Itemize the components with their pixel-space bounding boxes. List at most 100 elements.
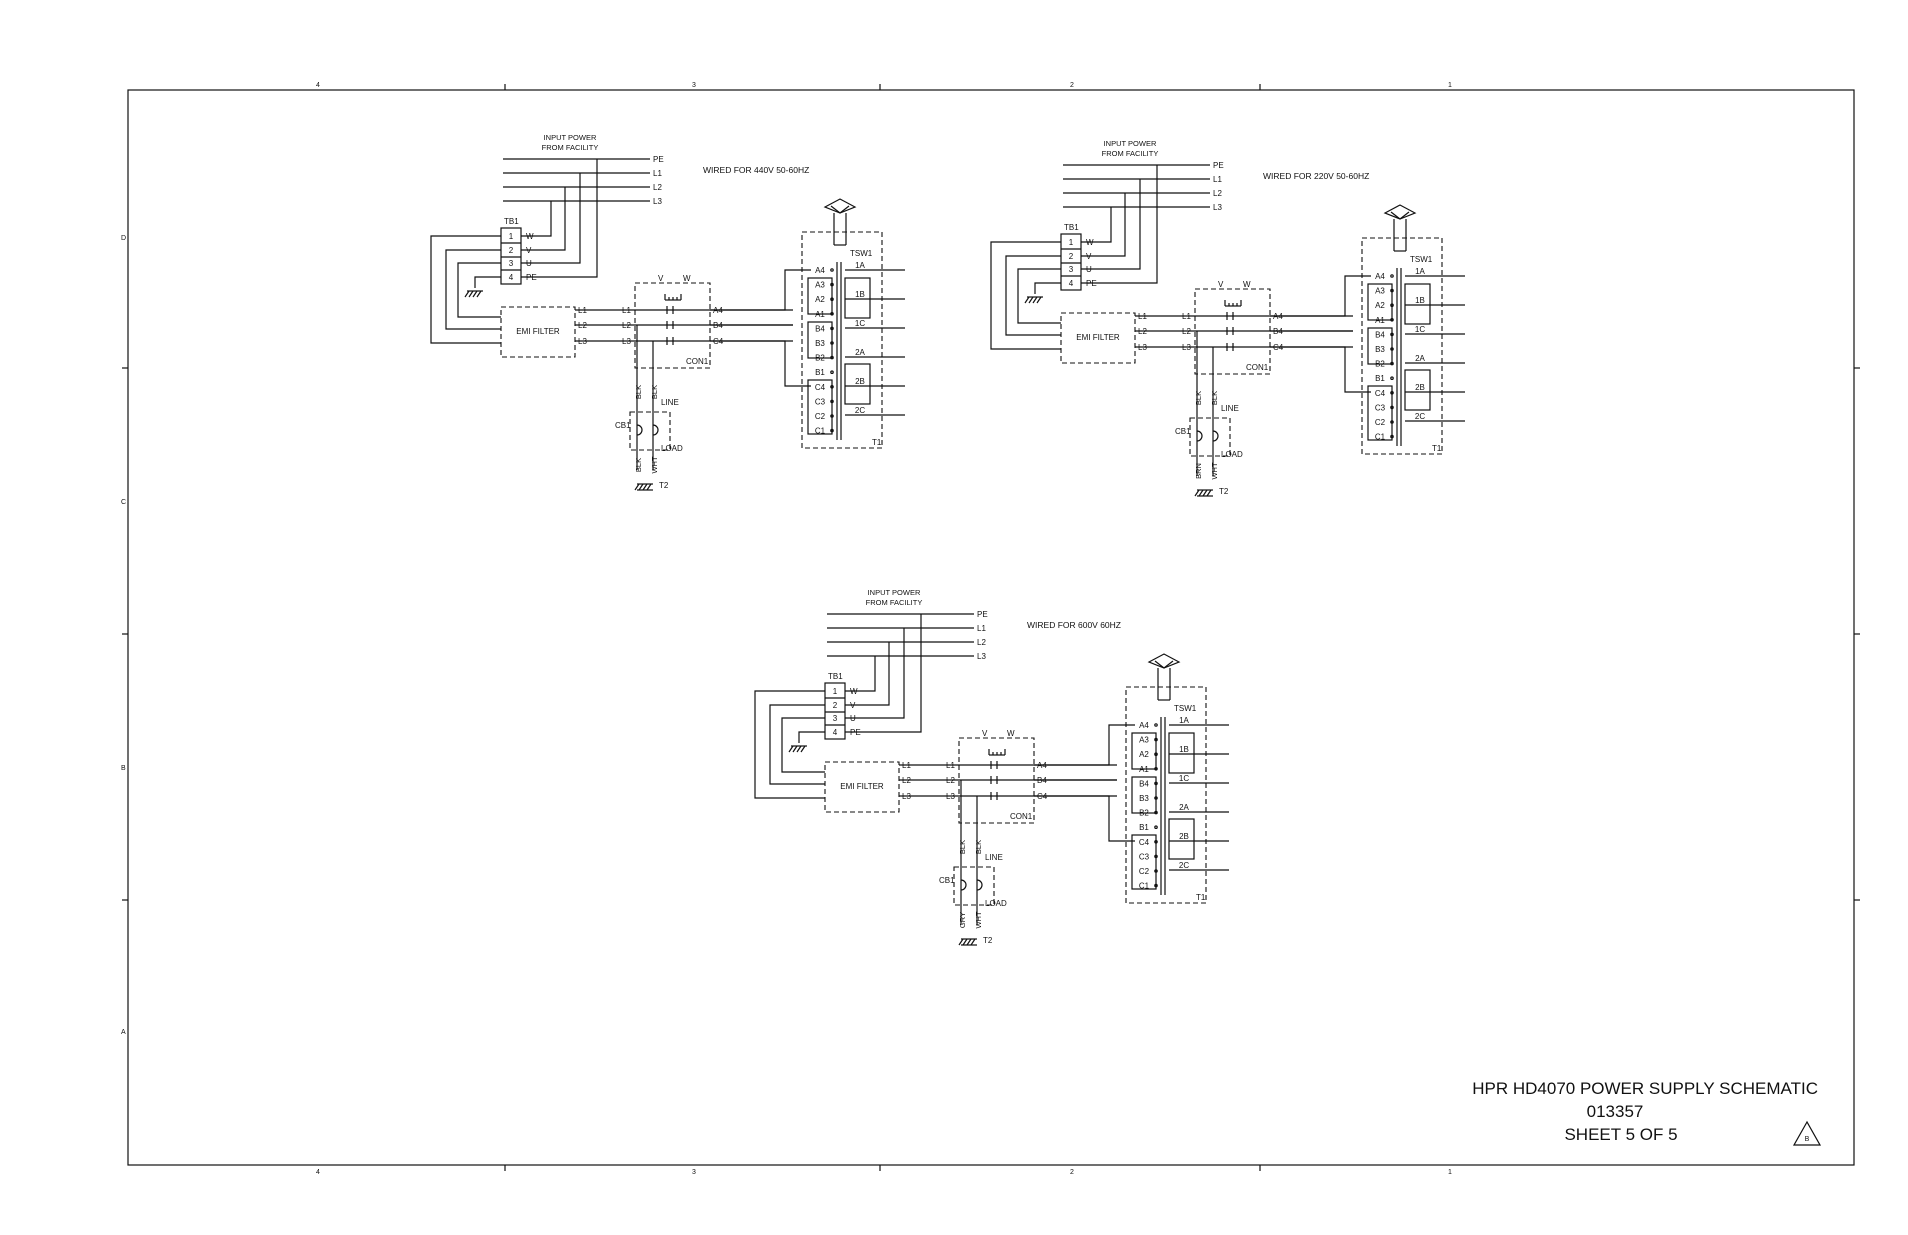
emi-filter [824, 761, 900, 813]
zone-top-label: 1 [1448, 82, 1452, 89]
emi-filter-label: EMI FILTER [840, 782, 884, 791]
input-line-label: PE [653, 155, 664, 164]
primary-tap-label: A2 [815, 295, 825, 304]
ground-icon [1194, 489, 1213, 497]
tb1-loop [754, 690, 825, 799]
thermal-switch-icon [1147, 653, 1181, 669]
ground-icon [634, 483, 640, 491]
primary-tap-label: A4 [1375, 272, 1385, 281]
ground-icon [464, 290, 483, 298]
input-drop-pe [869, 614, 922, 733]
tb1-loop [430, 235, 501, 344]
input-line-label: PE [977, 610, 988, 619]
secondary-tap-label: 2A [1415, 354, 1425, 363]
winding-bracket [844, 363, 871, 405]
sheet-number: SHEET 5 OF 5 [1564, 1125, 1677, 1144]
zone-top-label: 4 [316, 82, 320, 89]
primary-tap-label: A2 [1139, 750, 1149, 759]
sheet-border [127, 89, 1855, 1166]
ground-icon [1028, 296, 1034, 304]
input-line-label: L1 [653, 169, 662, 178]
t2-label: T2 [659, 481, 669, 490]
wire-color-label: BLK [1194, 391, 1203, 405]
primary-tap-label: C3 [1375, 403, 1386, 412]
primary-tap-label: C2 [1139, 867, 1150, 876]
zone-side-label: B [121, 765, 126, 772]
ground-icon [788, 745, 807, 753]
phase-c [1034, 795, 1135, 842]
winding-bracket [1168, 732, 1195, 774]
wire-color-label: BLK [650, 385, 659, 399]
con1-label: CON1 [1010, 812, 1033, 821]
coil-icon [1224, 300, 1242, 307]
winding-bracket [807, 277, 833, 315]
thermal-switch-icon [1399, 211, 1410, 220]
primary-tap-label: C4 [1139, 838, 1150, 847]
tb1-terminal: 2 [509, 246, 514, 255]
thermal-switch-icon [830, 205, 841, 214]
winding-dot-icon [1154, 723, 1158, 727]
tb1-label: TB1 [828, 672, 843, 681]
con1-input-label: L2 [622, 321, 631, 330]
thermal-switch-icon [1147, 653, 1181, 700]
wire-color-label: BLK [634, 458, 643, 472]
con1-input-label: L2 [1182, 327, 1191, 336]
thermal-switch-icon [1163, 660, 1174, 669]
breaker-cb1 [1189, 417, 1231, 457]
input-drop-l3 [869, 656, 876, 692]
ground-lead [1034, 282, 1061, 294]
secondary-tap-label: 2B [1415, 383, 1425, 392]
top-zone-labels: 4 3 2 1 4 3 2 1 [316, 82, 1452, 1176]
wire-color-label: WHT [650, 456, 659, 473]
ground-icon [792, 745, 798, 753]
winding-bracket [807, 379, 833, 435]
secondary-tap-label: 2A [1179, 803, 1189, 812]
ground-icon [642, 483, 648, 491]
input-line-label: L3 [1213, 203, 1222, 212]
ground-icon [1206, 489, 1212, 497]
tb1-terminal: 2 [1069, 252, 1074, 261]
input-drop-l1 [1105, 179, 1141, 270]
zone-bottom-label: 3 [692, 1169, 696, 1176]
secondary-tap-label: 1B [1415, 296, 1425, 305]
primary-tap-label: A3 [815, 281, 825, 290]
ground-icon [958, 938, 964, 946]
phase-a [1034, 724, 1135, 766]
tb1-loop [457, 262, 501, 318]
winding-bracket [1404, 283, 1431, 325]
thermal-switch-icon [1383, 204, 1417, 251]
tb1-terminal: 1 [509, 232, 514, 241]
primary-tap-label: B4 [1375, 330, 1385, 339]
emi-filter [500, 306, 576, 358]
ground-icon [1194, 489, 1200, 497]
wire-color-label: BLK [1210, 391, 1219, 405]
tb1-loop [1005, 255, 1061, 336]
thermal-switch-icon [1383, 204, 1417, 220]
ground-lead [798, 731, 825, 743]
thermal-switch-icon [823, 198, 857, 245]
primary-tap-label: C3 [815, 397, 826, 406]
winding-bracket [844, 277, 871, 319]
input-drop-l2 [545, 187, 566, 251]
input-power-label: FROM FACILITY [542, 143, 599, 152]
secondary-tap-label: 2B [1179, 832, 1189, 841]
input-line-label: L3 [977, 652, 986, 661]
ground-icon [966, 938, 972, 946]
wire-color-label: WHT [974, 911, 983, 928]
con1-coil-label: V [982, 729, 988, 738]
input-power-label: INPUT POWER [868, 588, 921, 597]
thermal-switch-icon [839, 205, 850, 214]
secondary-tap-label: 1C [1415, 325, 1425, 334]
ground-icon [1024, 296, 1043, 304]
tb1-terminal: 3 [1069, 265, 1074, 274]
tb1-block [824, 682, 846, 740]
input-line-label: L2 [1213, 189, 1222, 198]
t2-label: T2 [1219, 487, 1229, 496]
wiring-caption: WIRED FOR 440V 50-60HZ [703, 165, 809, 175]
winding-bracket [1131, 834, 1157, 890]
ground-icon [476, 290, 482, 298]
input-line-label: L1 [1213, 175, 1222, 184]
primary-tap-label: B3 [1139, 794, 1149, 803]
tb1-loop [445, 249, 501, 330]
